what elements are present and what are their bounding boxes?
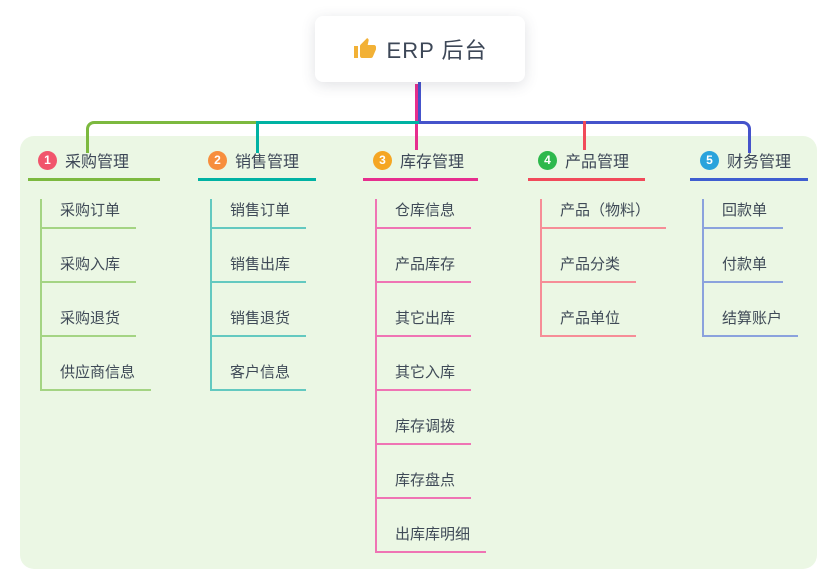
branch-node[interactable]: 5 财务管理 [690, 147, 808, 173]
child-node-label: 产品分类 [560, 256, 621, 273]
branch-title: 库存管理 [400, 154, 465, 171]
root-node[interactable]: ERP 后台 [315, 16, 525, 82]
branch-underline [198, 178, 316, 181]
branch-number-badge: 1 [38, 150, 57, 170]
branch-children: 采购订单采购入库采购退货供应商信息 [40, 199, 160, 391]
child-node-label: 供应商信息 [60, 364, 136, 381]
child-node[interactable]: 库存盘点 [377, 469, 472, 499]
branch-underline [528, 178, 645, 181]
child-node[interactable]: 回款单 [704, 199, 784, 229]
child-node[interactable]: 销售订单 [212, 199, 307, 229]
child-node[interactable]: 销售出库 [212, 253, 307, 283]
branch-children: 销售订单销售出库销售退货客户信息 [210, 199, 316, 391]
branch-number-badge: 5 [700, 150, 719, 170]
child-node-label: 采购入库 [60, 256, 121, 273]
child-node[interactable]: 库存调拨 [377, 415, 472, 445]
branch-purchase-management: 1 采购管理 采购订单采购入库采购退货供应商信息 [28, 147, 160, 391]
branch-title: 产品管理 [565, 154, 630, 171]
child-node-label: 付款单 [722, 256, 768, 273]
thumbs-up-icon [353, 37, 377, 61]
child-node[interactable]: 采购订单 [42, 199, 137, 229]
child-node-label: 销售订单 [230, 202, 291, 219]
child-node-label: 客户信息 [230, 364, 291, 381]
child-node[interactable]: 结算账户 [704, 307, 799, 337]
branch-node[interactable]: 1 采购管理 [28, 147, 160, 173]
child-node-label: 其它入库 [395, 364, 456, 381]
child-node-label: 出库库明细 [395, 526, 471, 543]
child-node-label: 其它出库 [395, 310, 456, 327]
child-node-label: 回款单 [722, 202, 768, 219]
branch-underline [28, 178, 160, 181]
child-node[interactable]: 采购入库 [42, 253, 137, 283]
child-node[interactable]: 产品库存 [377, 253, 472, 283]
connector-purchase-elbow [86, 121, 259, 153]
branch-title: 销售管理 [235, 154, 300, 171]
connector-sales-segment [256, 121, 422, 153]
child-node[interactable]: 采购退货 [42, 307, 137, 337]
child-node[interactable]: 其它出库 [377, 307, 472, 337]
child-node[interactable]: 出库库明细 [377, 523, 487, 553]
child-node[interactable]: 销售退货 [212, 307, 307, 337]
connector-inventory-drop [415, 84, 418, 150]
branch-title: 采购管理 [65, 154, 130, 171]
branches-panel [20, 136, 817, 569]
branch-node[interactable]: 2 销售管理 [198, 147, 316, 173]
branch-children: 仓库信息产品库存其它出库其它入库库存调拨库存盘点出库库明细 [375, 199, 487, 553]
branch-number-badge: 3 [373, 150, 392, 170]
child-node[interactable]: 供应商信息 [42, 361, 152, 391]
branch-node[interactable]: 4 产品管理 [528, 147, 645, 173]
branch-number-badge: 2 [208, 150, 227, 170]
child-node[interactable]: 产品单位 [542, 307, 637, 337]
branch-underline [690, 178, 808, 181]
child-node[interactable]: 付款单 [704, 253, 784, 283]
child-node-label: 产品单位 [560, 310, 621, 327]
child-node-label: 产品库存 [395, 256, 456, 273]
branch-children: 产品（物料） 产品分类产品单位 [540, 199, 667, 337]
child-node-label: 仓库信息 [395, 202, 456, 219]
child-node[interactable]: 其它入库 [377, 361, 472, 391]
branch-node[interactable]: 3 库存管理 [363, 147, 478, 173]
branch-children: 回款单付款单结算账户 [702, 199, 808, 337]
branch-title: 财务管理 [727, 154, 792, 171]
child-node-label: 库存盘点 [395, 472, 456, 489]
branch-number-badge: 4 [538, 150, 557, 170]
child-node[interactable]: 产品分类 [542, 253, 637, 283]
child-node-label: 销售出库 [230, 256, 291, 273]
child-node[interactable]: 客户信息 [212, 361, 307, 391]
child-node-label: 产品（物料） [560, 202, 651, 219]
branch-underline [363, 178, 478, 181]
child-node-label: 销售退货 [230, 310, 291, 327]
child-node[interactable]: 产品（物料） [542, 199, 667, 229]
child-node-label: 采购订单 [60, 202, 121, 219]
root-node-label: ERP 后台 [386, 38, 488, 63]
connector-root-vertical [418, 80, 421, 124]
connector-product-drop [583, 121, 586, 150]
branch-inventory-management: 3 库存管理 仓库信息产品库存其它出库其它入库库存调拨库存盘点出库库明细 [363, 147, 487, 553]
branch-finance-management: 5 财务管理 回款单付款单结算账户 [690, 147, 808, 337]
child-node[interactable]: 仓库信息 [377, 199, 472, 229]
child-node-label: 采购退货 [60, 310, 121, 327]
child-node-label: 结算账户 [722, 310, 783, 327]
branch-product-management: 4 产品管理 产品（物料） 产品分类产品单位 [528, 147, 667, 337]
branch-sales-management: 2 销售管理 销售订单销售出库销售退货客户信息 [198, 147, 316, 391]
child-node-label: 库存调拨 [395, 418, 456, 435]
